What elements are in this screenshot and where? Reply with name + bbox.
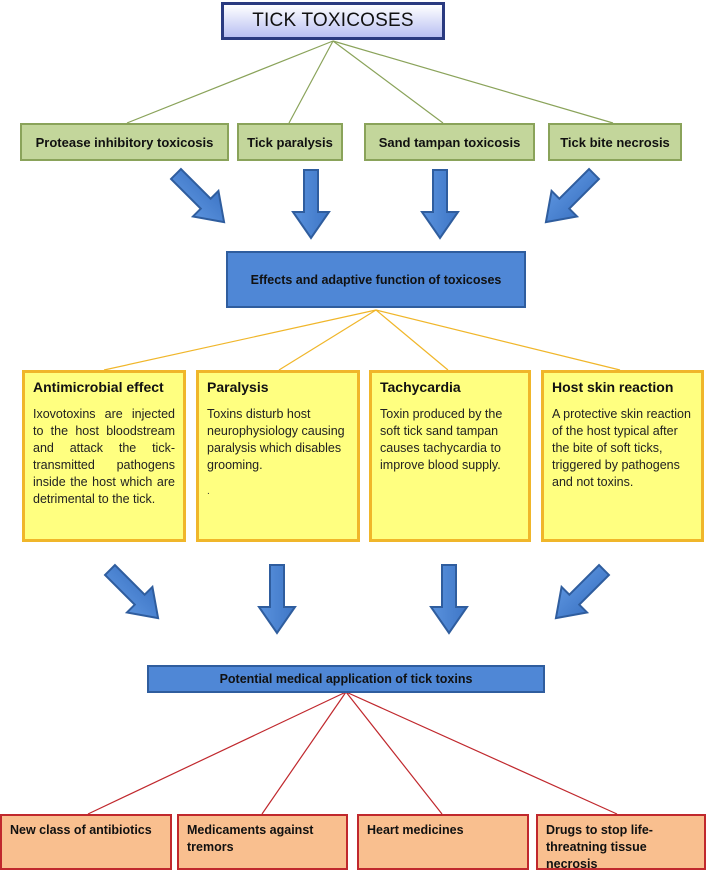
effect-card: Tachycardia Toxin produced by the soft t…	[369, 370, 531, 542]
connector-line	[345, 691, 443, 815]
connector-line	[375, 309, 449, 371]
arrow-down-icon	[258, 564, 296, 634]
arrow-down-icon	[430, 564, 468, 634]
arrow-down-right-icon	[96, 556, 172, 632]
effect-card: Host skin reaction A protective skin rea…	[541, 370, 704, 542]
connector-line	[87, 691, 347, 815]
arrow-down-left-icon	[532, 160, 608, 236]
connector-line	[332, 40, 614, 124]
flow-arrows-top	[162, 160, 608, 239]
arrow-down-left-icon	[542, 556, 618, 632]
connector-line	[345, 691, 618, 815]
connector-line	[375, 309, 621, 371]
effects-connectors	[103, 309, 621, 371]
connector-line	[288, 40, 334, 124]
connector-line	[261, 691, 347, 815]
connector-line	[126, 40, 334, 124]
effect-title: Antimicrobial effect	[33, 379, 164, 395]
application-box: Medicaments against tremors	[177, 814, 348, 870]
effect-note: .	[207, 486, 210, 497]
application-box: Drugs to stop life-threatning tissue nec…	[536, 814, 706, 870]
flow-arrows-middle	[96, 556, 618, 634]
effect-card: Antimicrobial effect Ixovotoxins are inj…	[22, 370, 186, 542]
arrow-down-icon	[292, 169, 330, 239]
toxicosis-box: Tick paralysis	[237, 123, 343, 161]
toxicosis-box: Protease inhibitory toxicosis	[20, 123, 229, 161]
applications-connectors	[87, 691, 618, 815]
effect-title: Host skin reaction	[552, 379, 674, 395]
toxicosis-box: Tick bite necrosis	[548, 123, 682, 161]
effect-text: A protective skin reaction of the host t…	[552, 407, 691, 489]
effect-card: Paralysis Toxins disturb host neurophysi…	[196, 370, 360, 542]
effect-title: Tachycardia	[380, 379, 461, 395]
effects-header: Effects and adaptive function of toxicos…	[226, 251, 526, 308]
effect-text: Toxin produced by the soft tick sand tam…	[380, 407, 503, 472]
arrow-down-icon	[421, 169, 459, 239]
connector-line	[103, 309, 377, 371]
application-box: New class of antibiotics	[0, 814, 172, 870]
diagram-title: TICK TOXICOSES	[221, 2, 445, 40]
connector-line	[332, 40, 444, 124]
applications-header: Potential medical application of tick to…	[147, 665, 545, 693]
connector-line	[278, 309, 377, 371]
arrow-down-right-icon	[162, 160, 238, 236]
effect-title: Paralysis	[207, 379, 269, 395]
toxicosis-box: Sand tampan toxicosis	[364, 123, 535, 161]
effect-text: Ixovotoxins are injected to the host blo…	[33, 407, 175, 506]
application-box: Heart medicines	[357, 814, 529, 870]
title-connectors	[126, 40, 614, 124]
effect-text: Toxins disturb host neurophysiology caus…	[207, 407, 345, 472]
